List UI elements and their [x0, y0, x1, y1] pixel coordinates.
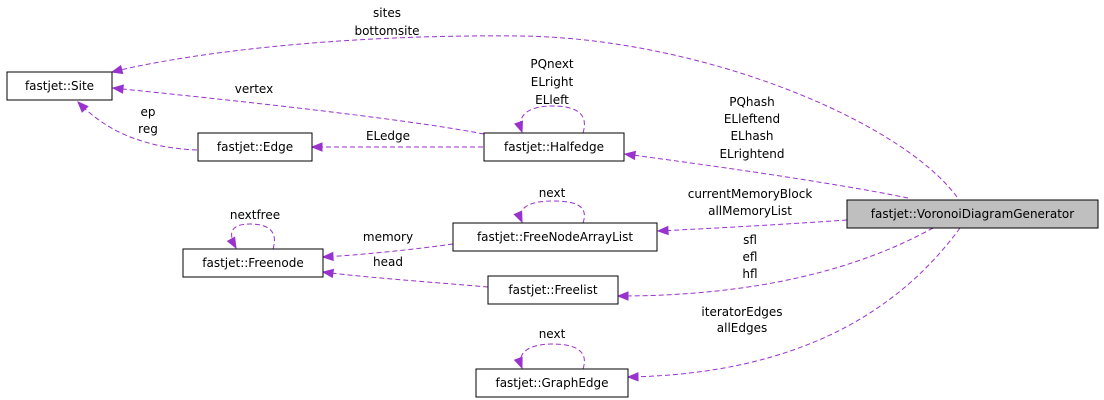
edge-label: next	[539, 327, 566, 341]
node-halfedge[interactable]: fastjet::Halfedge	[483, 132, 625, 162]
node-freenode[interactable]: fastjet::Freenode	[182, 248, 324, 278]
edge-freenode-self: nextfree	[230, 208, 280, 249]
edge-freelist-freenode: head	[323, 255, 489, 288]
edge-label: head	[373, 255, 403, 269]
node-voronoi-diagram-generator[interactable]: fastjet::VoronoiDiagramGenerator	[846, 199, 1099, 229]
edge-graphedge-self: next	[521, 327, 585, 369]
edge-fnal-self: next	[521, 186, 585, 223]
node-site[interactable]: fastjet::Site	[6, 71, 113, 101]
node-graph-edge[interactable]: fastjet::GraphEdge	[475, 368, 629, 398]
edge-halfedge-edge: ELedge	[312, 129, 483, 147]
edge-fnal-freenode: memory	[323, 230, 454, 257]
node-freelist[interactable]: fastjet::Freelist	[487, 275, 619, 305]
node-label: fastjet::Halfedge	[504, 140, 604, 154]
node-freenode-array-list[interactable]: fastjet::FreeNodeArrayList	[452, 222, 658, 252]
node-label: fastjet::VoronoiDiagramGenerator	[871, 207, 1074, 221]
edge-label: vertex	[235, 82, 273, 96]
edge-label: nextfree	[230, 208, 280, 222]
edge-label: ELedge	[366, 129, 410, 143]
node-label: fastjet::Edge	[217, 140, 293, 154]
edge-halfedge-site: vertex	[113, 82, 485, 135]
edge-label: next	[539, 186, 566, 200]
node-label: fastjet::Site	[25, 79, 94, 93]
node-label: fastjet::Freelist	[508, 283, 597, 297]
node-label: fastjet::GraphEdge	[495, 376, 608, 390]
edge-label: memory	[363, 230, 413, 244]
node-label: fastjet::Freenode	[202, 256, 303, 270]
node-label: fastjet::FreeNodeArrayList	[477, 230, 633, 244]
node-edge[interactable]: fastjet::Edge	[197, 132, 313, 162]
